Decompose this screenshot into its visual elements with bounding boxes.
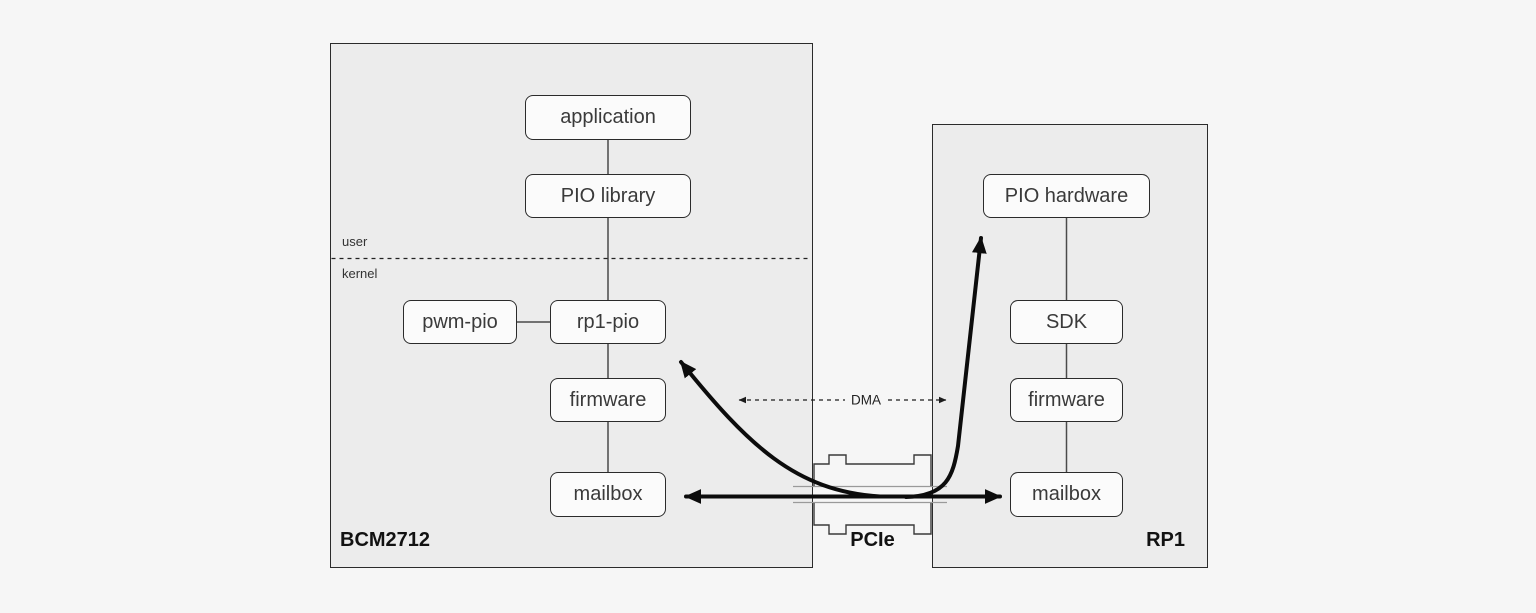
node-bcm-firmware: firmware [550, 378, 666, 422]
node-bcm-mailbox: mailbox [550, 472, 666, 517]
rp1-title: RP1 [1146, 529, 1185, 551]
user-space-label: user [342, 234, 368, 249]
kernel-space-label: kernel [342, 266, 378, 281]
arrow-to-pio-hardware [904, 236, 987, 499]
node-rp1-mailbox: mailbox [1010, 472, 1123, 517]
node-connectors [517, 140, 1068, 472]
mailbox-message-arrows [679, 236, 1002, 504]
node-sdk: SDK [1010, 300, 1123, 344]
node-pio-library: PIO library [525, 174, 691, 218]
bcm2712-title: BCM2712 [340, 529, 431, 551]
pcie-title: PCIe [850, 529, 895, 551]
node-pwm-pio: pwm-pio [403, 300, 517, 344]
node-application: application [525, 95, 691, 140]
arrow-to-rp1-pio [679, 360, 882, 499]
node-rp1-pio: rp1-pio [550, 300, 666, 344]
node-pio-hardware: PIO hardware [983, 174, 1150, 218]
dma-label: DMA [851, 392, 881, 408]
node-rp1-firmware: firmware [1010, 378, 1123, 422]
